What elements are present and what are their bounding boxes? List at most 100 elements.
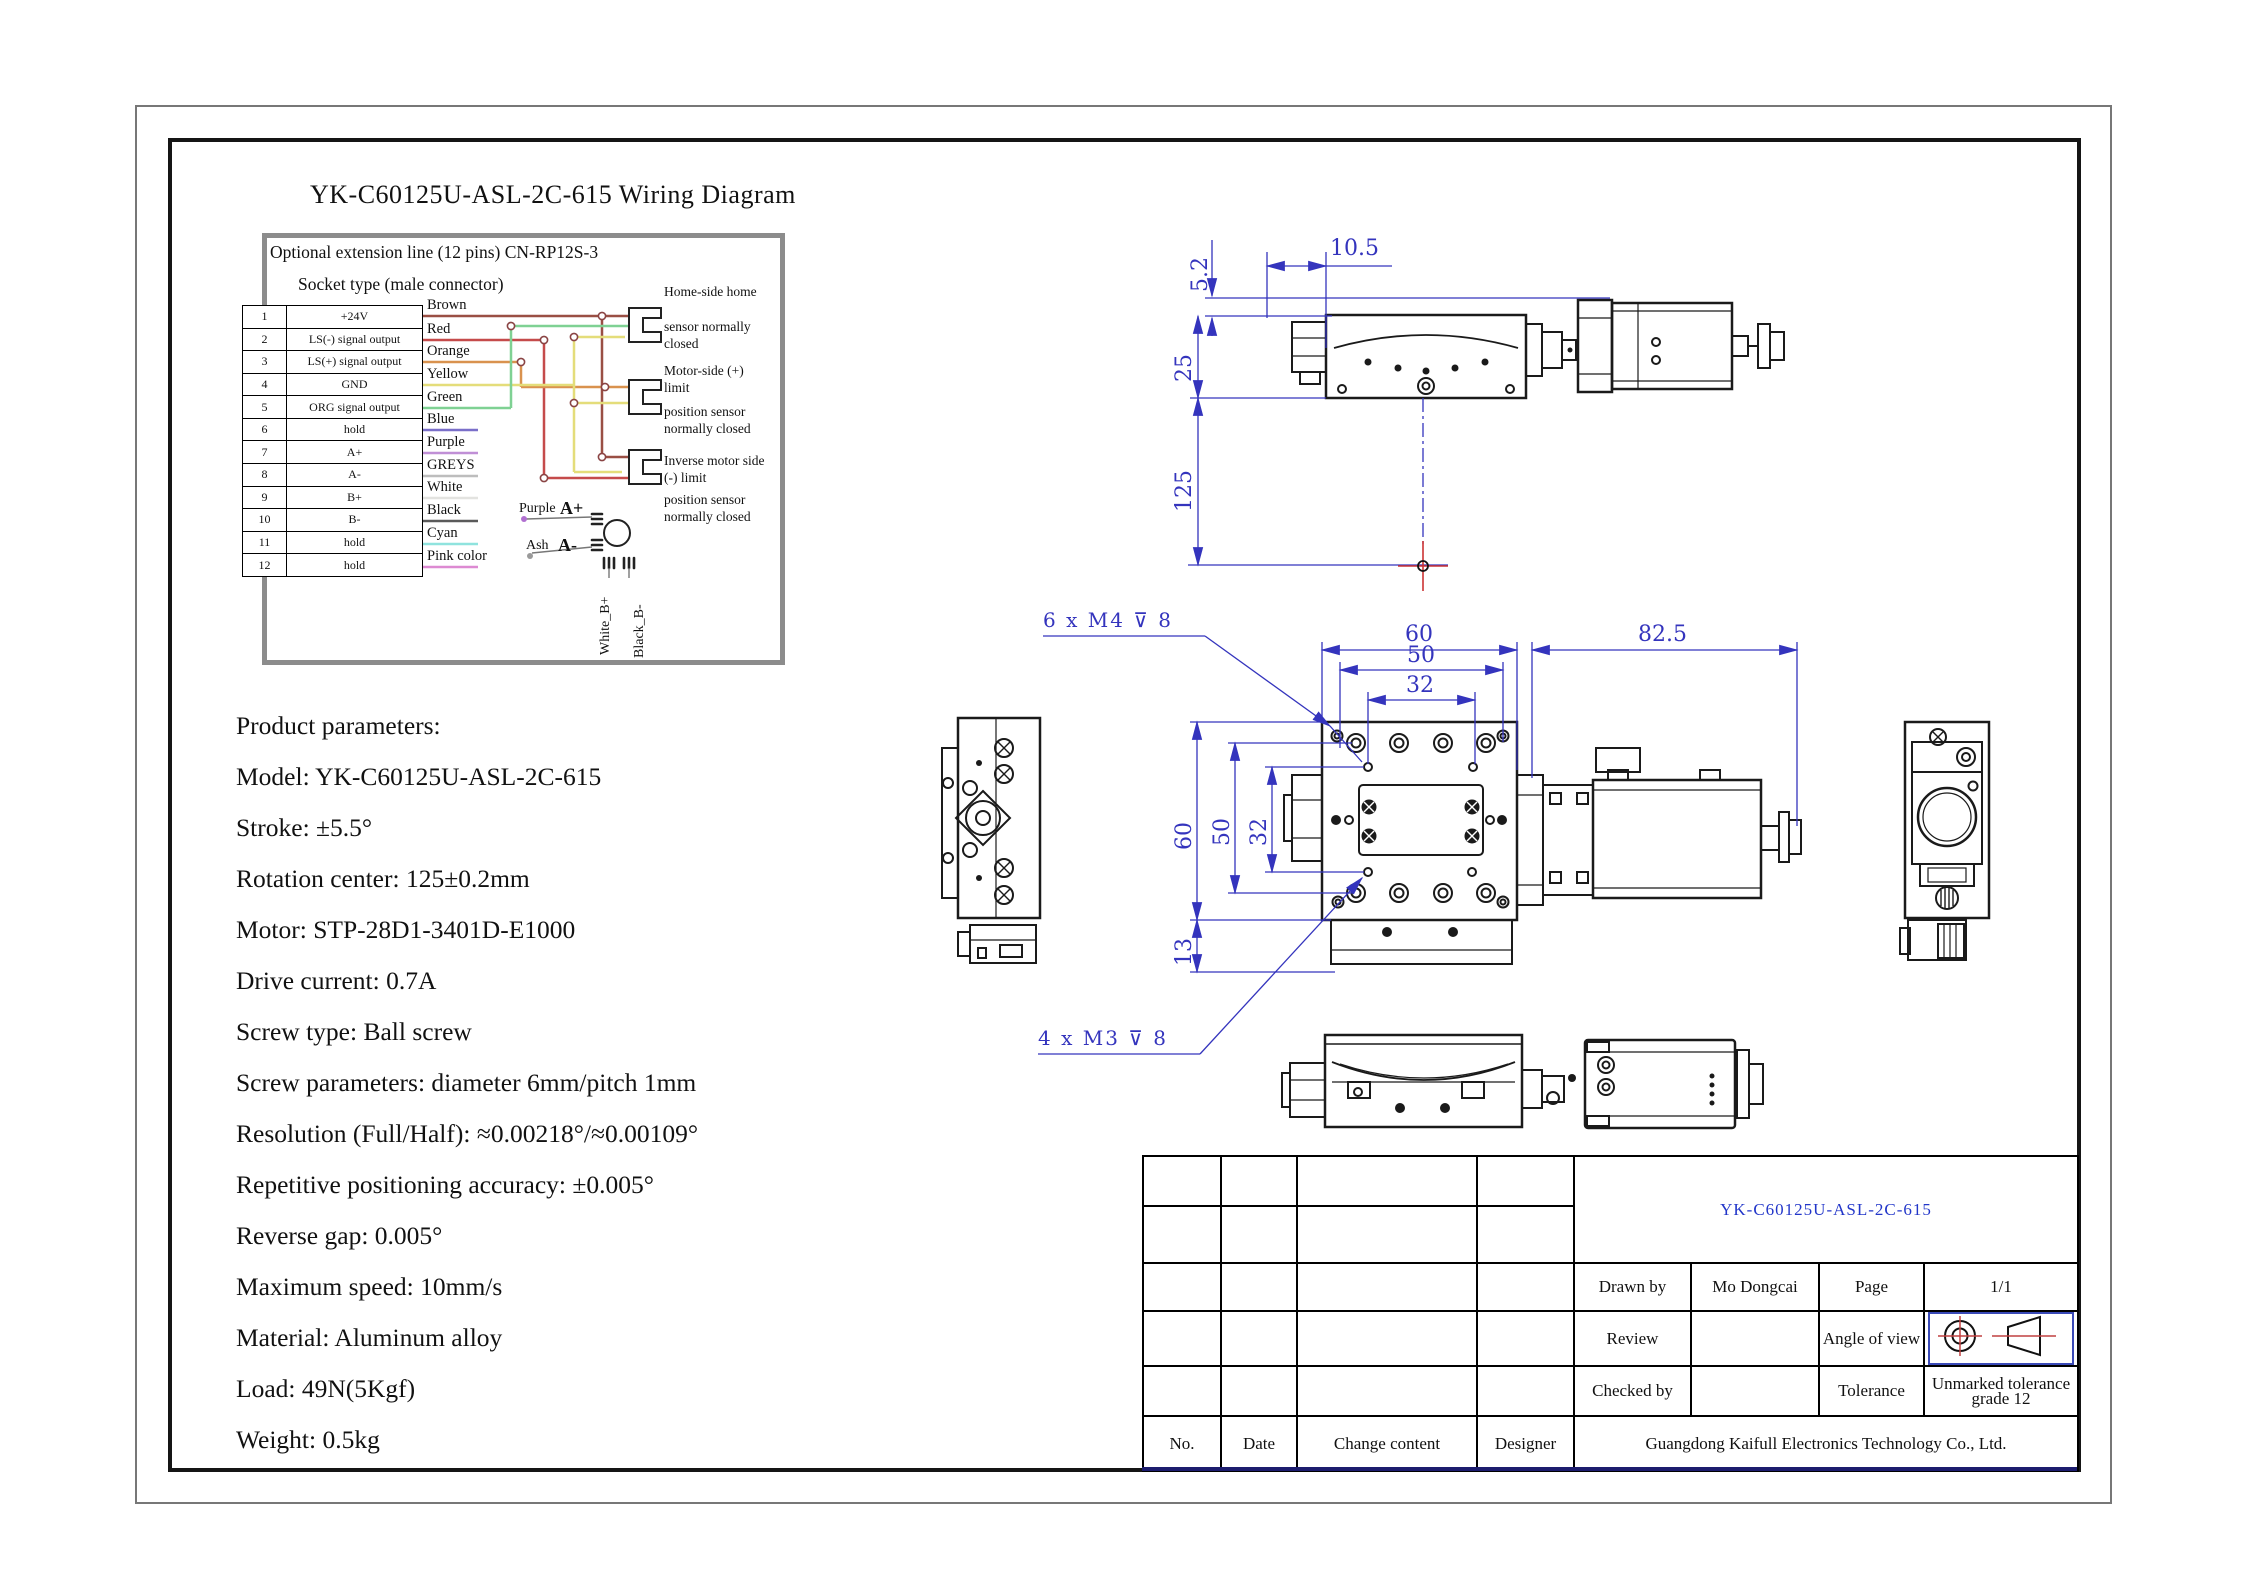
dim-13: 13 bbox=[1172, 938, 1197, 966]
dim-50-horizontal: 50 bbox=[1407, 643, 1435, 668]
wire-label-black: Black bbox=[427, 502, 461, 518]
revision-cell bbox=[1142, 1155, 1222, 1207]
param-line: Maximum speed: 10mm/s bbox=[236, 1272, 503, 1301]
wire-label-orange: Orange bbox=[427, 343, 470, 359]
dim-25: 25 bbox=[1172, 354, 1197, 382]
date-label: Date bbox=[1220, 1415, 1298, 1472]
param-line: Reverse gap: 0.005° bbox=[236, 1221, 443, 1250]
checked-by-value bbox=[1690, 1365, 1820, 1417]
param-line: Rotation center: 125±0.2mm bbox=[236, 864, 530, 893]
motor-terminal-b-minus: Black_B- bbox=[632, 604, 647, 658]
revision-cell bbox=[1220, 1205, 1298, 1264]
pin-label: B- bbox=[286, 508, 423, 532]
outer-border bbox=[135, 105, 2112, 1504]
pin-no: 2 bbox=[242, 327, 287, 352]
wiring-header-line2: Socket type (male connector) bbox=[298, 274, 504, 294]
title-block-model: YK-C60125U-ASL-2C-615 bbox=[1572, 1155, 2080, 1264]
sensor3-label: Inverse motor side bbox=[664, 453, 765, 468]
sensor1-label: Home-side home bbox=[664, 284, 757, 299]
view-plan bbox=[1283, 720, 1802, 965]
dim-50-vertical: 50 bbox=[1210, 818, 1235, 846]
param-line: Material: Aluminum alloy bbox=[236, 1323, 503, 1352]
product-parameters: Product parameters: Model: YK-C60125U-AS… bbox=[236, 700, 698, 1465]
param-line: Product parameters: bbox=[236, 711, 441, 740]
param-line: Repetitive positioning accuracy: ±0.005° bbox=[236, 1170, 654, 1199]
drawn-by-label: Drawn by bbox=[1573, 1262, 1692, 1312]
revision-cell bbox=[1296, 1310, 1478, 1367]
pin-no: 7 bbox=[242, 440, 287, 465]
dim-60-horizontal: 60 bbox=[1405, 622, 1433, 647]
pin-no: 6 bbox=[242, 417, 287, 442]
motor-terminal-b-plus: White_B+ bbox=[598, 596, 613, 655]
angle-of-view-symbol-cell bbox=[1922, 1310, 2080, 1367]
callout-m3: 4 x M3 ⊽ 8 bbox=[1038, 1026, 1168, 1050]
no-label: No. bbox=[1142, 1415, 1222, 1472]
param-line: Weight: 0.5kg bbox=[236, 1425, 380, 1454]
param-line: Screw parameters: diameter 6mm/pitch 1mm bbox=[236, 1068, 697, 1097]
wire-label-green: Green bbox=[427, 389, 463, 405]
dim-32-vertical: 32 bbox=[1247, 818, 1272, 846]
pin-no: 8 bbox=[242, 463, 287, 487]
dim-60-vertical: 60 bbox=[1172, 822, 1197, 850]
dim-5-2: 5.2 bbox=[1188, 257, 1213, 292]
page-value: 1/1 bbox=[1922, 1262, 2080, 1312]
param-line: Model: YK-C60125U-ASL-2C-615 bbox=[236, 762, 602, 791]
drawn-by-value: Mo Dongcai bbox=[1690, 1262, 1820, 1312]
title-block: YK-C60125U-ASL-2C-615 Drawn by Mo Dongca… bbox=[1142, 1155, 2080, 1472]
title-block-underline bbox=[1142, 1467, 2077, 1471]
pin-label: A- bbox=[286, 463, 423, 487]
sensor3-label: normally closed bbox=[664, 509, 751, 524]
revision-cell bbox=[1142, 1262, 1222, 1312]
view-bottom bbox=[1281, 1033, 1764, 1130]
company-name: Guangdong Kaifull Electronics Technology… bbox=[1572, 1415, 2080, 1472]
sensor2-label: normally closed bbox=[664, 421, 751, 436]
sensor3-label: (-) limit bbox=[664, 470, 707, 485]
wire-label-yellow: Yellow bbox=[427, 366, 469, 382]
sensor2-label: Motor-side (+) bbox=[664, 363, 744, 378]
wiring-network bbox=[422, 314, 629, 569]
pin-no: 3 bbox=[242, 350, 287, 374]
pin-label: hold bbox=[286, 417, 423, 442]
sensor2-label: position sensor bbox=[664, 404, 746, 419]
angle-of-view-label: Angle of view bbox=[1818, 1310, 1925, 1367]
review-label: Review bbox=[1573, 1310, 1692, 1367]
wiring-diagram-title: YK-C60125U-ASL-2C-615 Wiring Diagram bbox=[310, 180, 796, 209]
revision-cell bbox=[1476, 1205, 1575, 1264]
pin-label: B+ bbox=[286, 485, 423, 510]
left-view-screws bbox=[962, 738, 1014, 905]
param-line: Screw type: Ball screw bbox=[236, 1017, 472, 1046]
revision-cell bbox=[1220, 1310, 1298, 1367]
sensor2-label: limit bbox=[664, 380, 690, 395]
pin-no: 10 bbox=[242, 508, 287, 532]
pin-label: ORG signal output bbox=[286, 395, 423, 419]
change-content-label: Change content bbox=[1296, 1415, 1478, 1472]
revision-cell bbox=[1142, 1310, 1222, 1367]
tolerance-note: Unmarked tolerance grade 12 bbox=[1922, 1365, 2080, 1417]
wire-label-pink: Pink color bbox=[427, 548, 488, 564]
view-side-elevation bbox=[1291, 298, 1785, 400]
revision-cell bbox=[1220, 1155, 1298, 1207]
inner-border bbox=[168, 138, 2081, 1472]
dim-82-5: 82.5 bbox=[1638, 622, 1687, 647]
pin-no: 11 bbox=[242, 530, 287, 555]
designer-label: Designer bbox=[1476, 1415, 1575, 1472]
param-line: Resolution (Full/Half): ≈0.00218°/≈0.001… bbox=[236, 1119, 699, 1148]
pin-label: GND bbox=[286, 372, 423, 397]
sensor3-label: position sensor bbox=[664, 492, 746, 507]
param-line: Motor: STP-28D1-3401D-E1000 bbox=[236, 915, 576, 944]
wiring-header-line1: Optional extension line (12 pins) CN-RP1… bbox=[270, 242, 599, 262]
wire-label-brown: Brown bbox=[427, 297, 467, 313]
param-line: Drive current: 0.7A bbox=[236, 966, 437, 995]
pin-no: 9 bbox=[242, 485, 287, 510]
pin-no: 4 bbox=[242, 372, 287, 397]
